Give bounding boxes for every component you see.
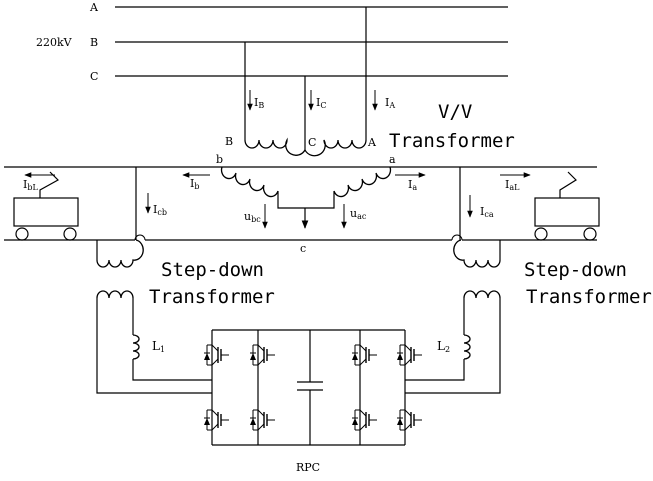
- label-uac: uac: [350, 207, 367, 221]
- rpc-converter: RPC: [204, 329, 422, 474]
- igbt-switch: [204, 344, 229, 366]
- vv-transformer-title-line1: V/V: [438, 101, 472, 123]
- locomotive-right: [534, 171, 600, 241]
- primary-coil-ac: [304, 139, 367, 157]
- secondary-coil-ac: [333, 166, 392, 198]
- terminal-label-prim-b: B: [225, 135, 233, 148]
- l1-to-bridge: [132, 359, 212, 381]
- rail-crossover-right: [451, 234, 463, 241]
- bus-voltage-label: 220kV: [36, 36, 73, 49]
- igbt-switch: [352, 409, 377, 431]
- stepdown-right-label-line2: Transformer: [526, 286, 652, 308]
- wheel-left-1: [15, 227, 29, 241]
- stepdown-left-label-line2: Transformer: [149, 286, 275, 308]
- feeder-currents: Ib Ia IbL IaL: [23, 172, 531, 192]
- phase-voltages: ubc uac: [244, 204, 367, 229]
- label-ia-lower: Ia: [408, 178, 417, 192]
- stepdown-left-label-line1: Step-down: [161, 259, 264, 281]
- l2-to-bridge: [405, 359, 465, 381]
- igbt-switch: [397, 344, 422, 366]
- label-ib: IB: [254, 96, 264, 110]
- igbt-switch: [250, 344, 275, 366]
- vv-transformer-title-line2: Transformer: [389, 130, 515, 152]
- stepdown-right-label-line1: Step-down: [524, 259, 627, 281]
- igbt-switch: [250, 409, 275, 431]
- label-ia: IA: [385, 96, 395, 110]
- bus-label-a: A: [89, 1, 99, 14]
- terminal-label-prim-c: C: [308, 136, 316, 149]
- label-ibl: IbL: [23, 178, 38, 192]
- stepdown-right-secondary-coil: [463, 290, 501, 299]
- secondary-common: [277, 191, 335, 209]
- wheel-left-2: [63, 227, 77, 241]
- stepdown-left-group: Icb Step-down Transformer L1: [96, 167, 275, 394]
- stepdown-left-primary-coil: [96, 239, 144, 268]
- left-lower-wire: [96, 298, 212, 394]
- label-ubc: ubc: [244, 210, 261, 224]
- three-phase-bus: A B C 220kV: [36, 1, 508, 83]
- label-l1: L1: [152, 339, 165, 354]
- locomotive-left: [13, 171, 79, 241]
- vv-primary-windings: [244, 139, 367, 157]
- label-l2: L2: [437, 339, 450, 354]
- loco-body-right: [534, 197, 600, 227]
- terminal-label-sec-b: b: [216, 153, 223, 166]
- pantograph-right: [559, 171, 577, 198]
- loco-body-left: [13, 197, 79, 227]
- stepdown-left-secondary-coil: [96, 290, 134, 299]
- rail-crossover-left: [134, 234, 146, 241]
- primary-currents: IB IC IA: [247, 90, 395, 111]
- terminal-label-prim-a: A: [367, 136, 377, 149]
- label-ib-lower: Ib: [190, 177, 199, 191]
- stepdown-right-group: Ica Step-down Transformer L2: [405, 167, 652, 394]
- label-ic: IC: [316, 96, 326, 110]
- primary-coil-bc: [244, 139, 306, 156]
- wheel-right-2: [583, 227, 597, 241]
- label-ial: IaL: [505, 178, 520, 192]
- label-icb: Icb: [153, 203, 167, 217]
- rail-line: [4, 234, 597, 241]
- pantograph-left: [39, 171, 59, 198]
- inductor-l1: [132, 334, 140, 360]
- right-lower-wire: [405, 298, 501, 394]
- igbt-switch: [397, 409, 422, 431]
- secondary-coil-bc: [220, 166, 279, 198]
- terminal-label-sec-a: a: [389, 153, 396, 166]
- label-ica: Ica: [480, 205, 494, 219]
- bus-label-c: C: [90, 70, 98, 83]
- rpc-label: RPC: [296, 461, 320, 474]
- wheel-right-1: [534, 227, 548, 241]
- igbt-switch: [352, 344, 377, 366]
- bus-label-b: B: [90, 36, 98, 49]
- primary-feeders: [244, 7, 367, 150]
- igbt-switches: [204, 344, 422, 431]
- inductor-l2: [463, 334, 471, 360]
- vv-secondary-windings: c b a: [216, 153, 396, 255]
- stepdown-right-primary-coil: [453, 239, 501, 268]
- terminal-label-sec-c: c: [300, 242, 306, 255]
- igbt-switch: [204, 409, 229, 431]
